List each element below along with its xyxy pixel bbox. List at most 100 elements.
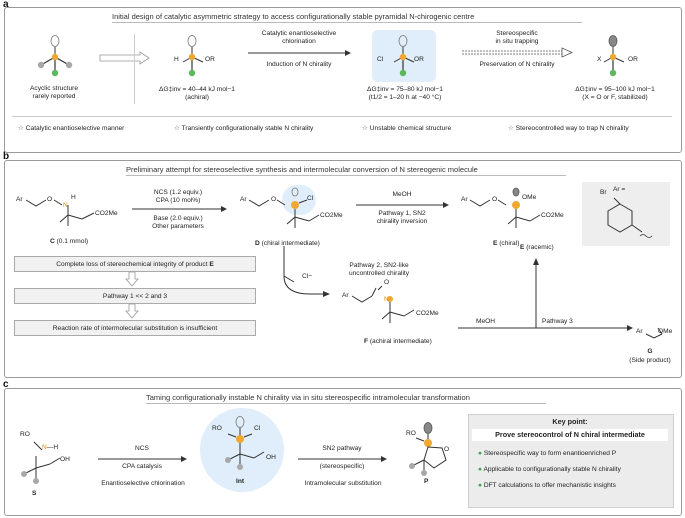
mol-Int-structure — [225, 416, 265, 470]
lone-pair-icon — [50, 35, 60, 47]
arrow-F-G — [458, 258, 633, 331]
G-Ar: Ar — [636, 328, 643, 335]
mol2-dg: ΔG‡inv = 40–44 kJ mol−1 — [159, 86, 235, 93]
F-O: O — [384, 279, 390, 286]
arrow2-top-2: in situ trapping — [495, 38, 539, 45]
panel-b-title: Preliminary attempt for stereoselective … — [126, 165, 478, 174]
path3: Pathway 3 — [542, 318, 573, 325]
hollow-arrow-1 — [99, 51, 150, 65]
box-rate: Reaction rate of intermolecular substitu… — [14, 320, 256, 336]
cond-4: Other parameters — [152, 223, 204, 230]
path2b: uncontrolled chirality — [348, 270, 410, 277]
key-sub: Prove stereocontrol of N chiral intermed… — [495, 430, 645, 439]
cond-2: CPA (10 mol%) — [155, 197, 201, 204]
c-arrow1-bottom: Enantioselective chlorination — [101, 480, 185, 487]
arrow1-top-1: Catalytic enantioselective — [261, 30, 337, 37]
mol3-sub: (t1/2 = 1–20 h at −40 °C) — [368, 94, 442, 101]
meoh-2: MeOH — [476, 318, 496, 325]
mol1-label-2: rarely reported — [32, 93, 76, 100]
P-RO: RO — [406, 430, 416, 437]
key-item-2: ● Applicable to configurationally stable… — [478, 466, 621, 473]
meoh-1: MeOH — [392, 191, 412, 198]
arrow-b1 — [132, 206, 227, 212]
divider-a — [134, 34, 135, 104]
panel-c-letter: c — [3, 379, 9, 390]
S-RO: RO — [20, 431, 30, 438]
mol-C-structure — [25, 199, 95, 226]
E-rac: E (racemic) — [520, 244, 554, 251]
mol3-OR: OR — [414, 56, 424, 63]
panel-a-title-rule — [112, 22, 582, 23]
mol-G-structure — [645, 327, 663, 339]
panel-a-title: Initial design of catalytic asymmetric s… — [112, 12, 475, 21]
arrow1-bottom: Induction of N chirality — [266, 61, 332, 68]
S-NH: N—H — [42, 444, 59, 451]
c-arrow2-top2: (stereospecific) — [319, 463, 365, 470]
c-arrow1-top1: NCS — [135, 445, 149, 452]
path2: Pathway 2, SN2-like — [349, 262, 409, 269]
ar-Br: Br — [600, 189, 607, 196]
c-arrow2-bottom: Intramolecular substitution — [304, 480, 382, 487]
star-icon: ☆ — [18, 125, 24, 132]
F-label: F (achiral intermediate) — [364, 338, 432, 345]
arrow-b2 — [356, 202, 449, 208]
E-Ar: Ar — [461, 196, 468, 203]
D-label: D (chiral intermediate) — [255, 240, 320, 247]
lone-pair-icon — [187, 35, 197, 47]
D-Cl: Cl — [307, 195, 314, 202]
cl-minus: Cl− — [302, 273, 313, 280]
mol2-structure — [182, 35, 204, 77]
C-O: O — [47, 196, 53, 203]
aryl-structure — [607, 197, 653, 238]
mol4-sub: (X = O or F, stabilized) — [582, 94, 648, 101]
bullet-icon: ● — [478, 450, 482, 457]
mol1-structure — [37, 35, 73, 77]
bullet-icon: ● — [478, 466, 482, 473]
panel-c-title-rule — [146, 403, 546, 404]
F-Ar: Ar — [342, 292, 349, 299]
mol4-dg: ΔG‡inv = 95–100 kJ mol−1 — [575, 86, 655, 93]
feature-3: ☆ Unstable chemical structure — [362, 125, 452, 132]
D-Ar: Ar — [240, 196, 247, 203]
C-N: N — [63, 202, 68, 209]
path1: Pathway 1, SN2 — [378, 210, 426, 217]
panel-b-letter: b — [3, 151, 10, 162]
mol3-dg: ΔG‡inv = 75–80 kJ mol−1 — [367, 86, 443, 93]
G-sub: (Side product) — [629, 357, 671, 364]
feature-2: ☆ Transiently configurationally stable N… — [174, 125, 314, 132]
box-loss: Complete loss of stereochemical integrit… — [14, 256, 256, 272]
feature-4: ☆ Stereocontrolled way to trap N chirali… — [508, 125, 629, 132]
mol4-OR: OR — [628, 56, 638, 63]
cond-1: NCS (1.2 equiv.) — [153, 189, 203, 196]
hollow-down-arrow-2 — [125, 303, 139, 319]
S-label: S — [32, 490, 37, 497]
mol2-OR: OR — [205, 56, 215, 63]
feature-1: ☆ Catalytic enantioselective manner — [18, 125, 125, 132]
C-label: C (0.1 mmol) — [50, 238, 89, 245]
ar-def: Ar = — [613, 186, 626, 193]
E-OMe: OMe — [522, 194, 537, 201]
int-highlight-circle — [200, 408, 284, 492]
lone-pair-icon — [398, 35, 408, 47]
hollow-down-arrow-1 — [125, 271, 139, 287]
key-item-3: ● DFT calculations to offer mechanistic … — [478, 482, 616, 489]
arrow2-bottom: Preservation of N chirality — [479, 61, 555, 68]
F-CO2Me: CO2Me — [416, 310, 439, 317]
c-arrow2-top1: SN2 pathway — [322, 445, 362, 452]
nitrogen-atom-icon — [51, 53, 59, 61]
curved-arrow-D-F — [283, 246, 330, 297]
E-label: E (chiral) — [493, 240, 520, 247]
panel-a — [4, 7, 682, 153]
E-O: O — [492, 196, 498, 203]
D-highlight — [282, 185, 316, 215]
mol-F-structure — [351, 285, 415, 323]
D-O: O — [271, 196, 277, 203]
star-icon: ☆ — [362, 125, 368, 132]
Int-RO: RO — [212, 425, 222, 432]
mol2-sub: (achiral) — [185, 94, 209, 101]
bullet-icon: ● — [478, 482, 482, 489]
P-label: P — [424, 478, 429, 485]
C-H: H — [71, 194, 76, 201]
box-pathway: Pathway 1 << 2 and 3 — [14, 288, 256, 304]
arrow1-top-2: chlorination — [282, 38, 316, 45]
